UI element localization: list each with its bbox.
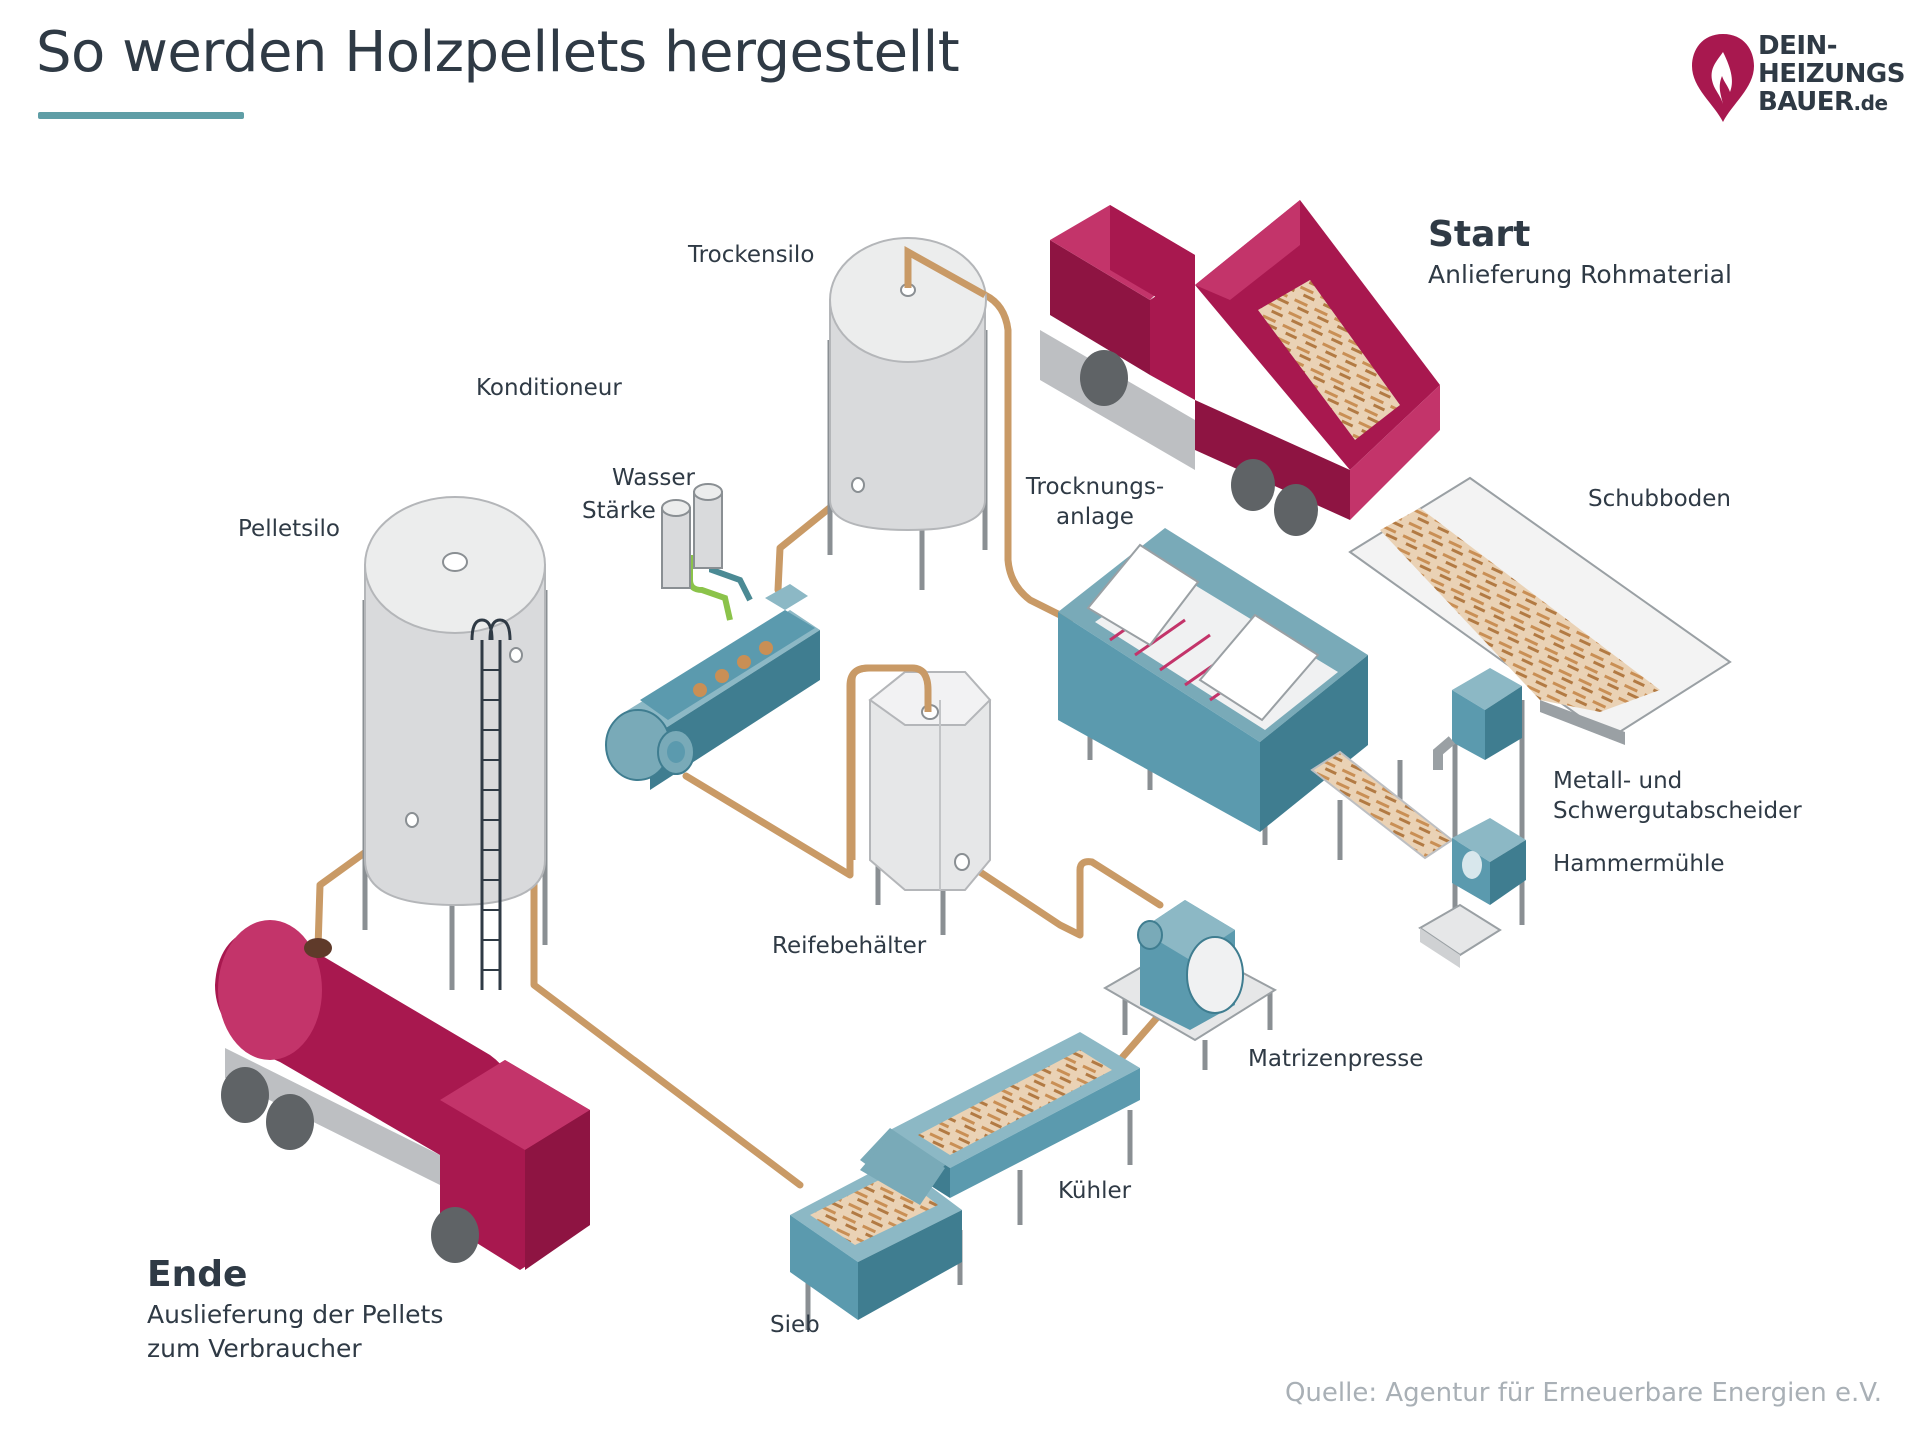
label-sieb: Sieb — [770, 1312, 820, 1338]
label-wasser: Wasser — [612, 465, 695, 491]
label-trocknungsanlage: Trocknungs- anlage — [1025, 472, 1165, 532]
matrizenpresse — [1102, 900, 1277, 1070]
hammermuehle — [1418, 668, 1526, 968]
logo-tld: .de — [1853, 91, 1888, 115]
label-kuehler: Kühler — [1058, 1178, 1132, 1204]
label-konditioneur: Konditioneur — [476, 375, 622, 401]
label-abscheider: Metall- und Schwergutabscheider — [1553, 766, 1802, 826]
brand-logo: DEIN- HEIZUNGS BAUER.de — [1690, 30, 1906, 130]
label-pelletsilo: Pelletsilo — [238, 516, 340, 542]
sieb — [790, 1135, 963, 1330]
logo-line-3: BAUER — [1758, 87, 1854, 117]
end-text: Auslieferung der Pellets zum Verbraucher — [147, 1298, 443, 1366]
label-trocknungsanlage-line-2: anlage — [1056, 504, 1134, 530]
page-title: So werden Holzpellets hergestellt — [36, 20, 960, 85]
source-credit: Quelle: Agentur für Erneuerbare Energien… — [1284, 1378, 1882, 1408]
label-staerke: Stärke — [582, 498, 656, 524]
logo-wordmark: DEIN- HEIZUNGS BAUER.de — [1758, 31, 1906, 117]
title-underline — [38, 112, 244, 119]
start-heading: Start — [1428, 214, 1531, 255]
start-text: Anlieferung Rohmaterial — [1428, 260, 1732, 289]
konditioneur — [605, 483, 820, 790]
trockensilo — [827, 237, 988, 590]
schubboden — [1348, 476, 1732, 745]
label-reifebehaelter: Reifebehälter — [772, 933, 927, 959]
end-text-line-2: zum Verbraucher — [147, 1334, 362, 1363]
trocknungsanlage — [1058, 528, 1403, 860]
label-trocknungsanlage-line-1: Trocknungs- — [1025, 474, 1165, 500]
reifebehaelter — [848, 664, 992, 935]
flame-pin-icon — [1692, 34, 1754, 122]
label-trockensilo: Trockensilo — [688, 242, 815, 268]
end-heading: Ende — [147, 1254, 248, 1295]
label-abscheider-line-1: Metall- und — [1553, 768, 1683, 794]
delivery-truck-start — [1040, 200, 1440, 536]
pelletsilo — [362, 496, 548, 990]
logo-line-2: HEIZUNGS — [1758, 59, 1906, 89]
label-schubboden: Schubboden — [1588, 486, 1731, 512]
label-hammermuehle: Hammermühle — [1553, 851, 1725, 877]
delivery-truck-end — [215, 920, 590, 1270]
label-matrizenpresse: Matrizenpresse — [1248, 1046, 1424, 1072]
end-text-line-1: Auslieferung der Pellets — [147, 1300, 444, 1329]
label-abscheider-line-2: Schwergutabscheider — [1553, 798, 1802, 824]
logo-line-1: DEIN- — [1758, 31, 1838, 61]
